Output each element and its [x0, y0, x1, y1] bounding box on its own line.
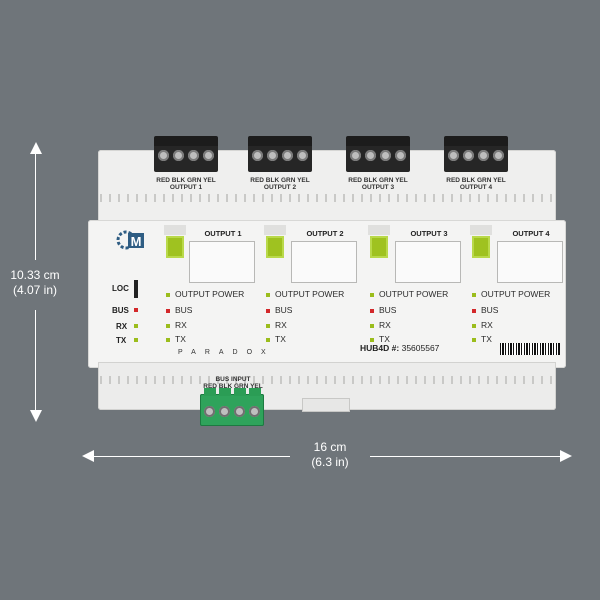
- width-arrow-head-left: [82, 450, 94, 462]
- output-2-title: OUTPUT 2: [306, 229, 344, 238]
- height-arrow-head-bottom: [30, 410, 42, 422]
- output-1-led: [166, 236, 184, 258]
- width-label: 16 cm (6.3 in): [292, 440, 368, 470]
- bus-input-label: BUS INPUT RED BLK GRN YEL: [203, 376, 263, 390]
- output-4-terminal: [444, 136, 508, 172]
- width-arrow-line-left: [94, 456, 290, 457]
- left-rx-led: [134, 324, 138, 328]
- output-1-terminal: [154, 136, 218, 172]
- width-in: (6.3 in): [311, 455, 349, 469]
- output-3-label-box: [396, 242, 460, 282]
- left-status-bus: BUS: [112, 306, 129, 315]
- output-2-label-box: [292, 242, 356, 282]
- output-4-title: OUTPUT 4: [512, 229, 550, 238]
- height-arrow-line-bottom: [35, 310, 36, 410]
- brand-name: PARADOX: [178, 349, 275, 356]
- width-arrow-line-right: [370, 456, 560, 457]
- model-serial: HUB4D #: 35605567: [360, 343, 440, 353]
- output-2-led: [266, 236, 284, 258]
- output-4-led: [472, 236, 490, 258]
- bus-input-terminal: [200, 388, 264, 426]
- loc-label: LOC: [112, 284, 129, 293]
- output-3-title: OUTPUT 3: [410, 229, 448, 238]
- output-2-terminal: [248, 136, 312, 172]
- loc-switch: [134, 280, 138, 298]
- output-2-led-cap: [264, 225, 286, 235]
- height-arrow-head-top: [30, 142, 42, 154]
- left-bus-led: [134, 308, 138, 312]
- left-tx-led: [134, 338, 138, 342]
- output-1-led-cap: [164, 225, 186, 235]
- output-4-led-cap: [470, 225, 492, 235]
- output-1-label-box: [190, 242, 254, 282]
- output-3-led: [370, 236, 388, 258]
- output-1-title: OUTPUT 1: [204, 229, 242, 238]
- top-vents: [100, 194, 554, 202]
- height-label: 10.33 cm (4.07 in): [2, 268, 68, 298]
- svg-text:M: M: [131, 234, 142, 249]
- width-arrow-head-right: [560, 450, 572, 462]
- paradox-logo-icon: M: [116, 230, 144, 250]
- height-cm: 10.33 cm: [10, 268, 60, 282]
- left-status-rx: RX: [116, 322, 128, 331]
- barcode: [500, 343, 560, 355]
- output-3-terminal: [346, 136, 410, 172]
- output-3-led-cap: [368, 225, 390, 235]
- height-in: (4.07 in): [12, 283, 58, 297]
- width-cm: 16 cm: [313, 440, 347, 454]
- din-clip: [302, 398, 350, 412]
- bottom-vents: [100, 376, 554, 384]
- output-4-label-box: [498, 242, 562, 282]
- height-arrow-line-top: [35, 152, 36, 260]
- left-status-tx: TX: [116, 336, 127, 345]
